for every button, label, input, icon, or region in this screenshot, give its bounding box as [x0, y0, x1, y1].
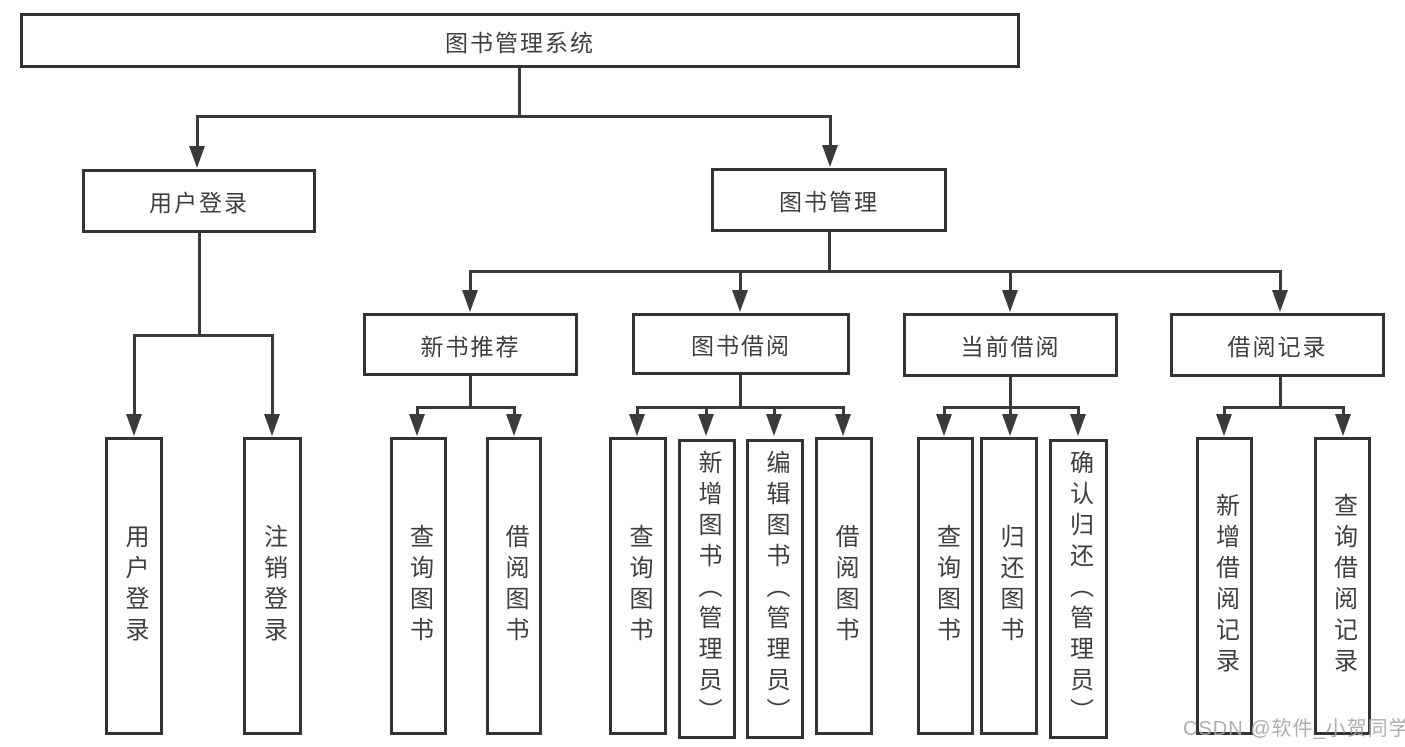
arrow-down-icon [936, 414, 952, 436]
node-leaf-logout: 注销登录 [243, 437, 302, 735]
connector-arrow-shaft [133, 335, 136, 418]
arrow-down-icon [1002, 290, 1018, 312]
arrow-down-icon [1335, 414, 1351, 436]
node-user-login-group: 用户登录 [82, 169, 316, 233]
arrow-down-icon [698, 414, 714, 436]
arrow-down-icon [629, 414, 645, 436]
connector-line [1009, 377, 1012, 409]
node-leaf-query-borrow-record: 查询借阅记录 [1314, 437, 1371, 735]
arrow-down-icon [766, 414, 782, 436]
node-leaf-query-book-3: 查询图书 [917, 437, 974, 735]
node-book-borrowing: 图书借阅 [632, 313, 850, 375]
node-leaf-borrow-book-1: 借阅图书 [486, 437, 542, 735]
connector-arrow-shaft [1279, 271, 1282, 294]
connector-line [196, 115, 832, 118]
connector-line [416, 406, 516, 409]
node-leaf-add-borrow-record: 新增借阅记录 [1196, 437, 1253, 735]
node-leaf-edit-book-admin: 编辑图书（管理员） [746, 439, 804, 739]
connector-arrow-shaft [469, 271, 472, 294]
arrow-down-icon [409, 414, 425, 436]
node-current-borrowing: 当前借阅 [903, 313, 1118, 377]
node-book-management-group: 图书管理 [711, 168, 947, 232]
connector-line [739, 375, 742, 409]
connector-line [1279, 377, 1282, 409]
connector-line [469, 376, 472, 409]
connector-arrow-shaft [271, 335, 274, 418]
csdn-watermark: CSDN @软件_小贺同学 [1183, 718, 1405, 740]
connector-arrow-shaft [829, 116, 832, 149]
connector-arrow-shaft [739, 271, 742, 294]
connector-line [828, 232, 831, 273]
arrow-down-icon [264, 414, 280, 436]
node-root: 图书管理系统 [20, 13, 1020, 68]
connector-arrow-shaft [1342, 407, 1345, 418]
node-leaf-borrow-book-2: 借阅图书 [815, 437, 873, 735]
node-leaf-user-login: 用户登录 [105, 437, 163, 735]
arrow-down-icon [1070, 414, 1086, 436]
connector-arrow-shaft [1009, 271, 1012, 294]
arrow-down-icon [732, 290, 748, 312]
connector-arrow-shaft [1223, 407, 1226, 418]
arrow-down-icon [835, 414, 851, 436]
arrow-down-icon [126, 414, 142, 436]
connector-arrow-shaft [1009, 407, 1012, 418]
node-leaf-confirm-return-admin: 确认归还（管理员） [1049, 439, 1108, 739]
connector-line [636, 406, 845, 409]
node-leaf-add-book-admin: 新增图书（管理员） [678, 439, 736, 739]
node-leaf-query-book-1: 查询图书 [390, 437, 447, 735]
connector-arrow-shaft [842, 407, 845, 418]
connector-arrow-shaft [416, 407, 419, 418]
node-leaf-query-book-2: 查询图书 [609, 437, 667, 735]
connector-arrow-shaft [705, 407, 708, 418]
connector-arrow-shaft [773, 407, 776, 418]
arrow-down-icon [189, 146, 205, 168]
connector-arrow-shaft [196, 116, 199, 150]
arrow-down-icon [506, 414, 522, 436]
arrow-down-icon [822, 145, 838, 167]
arrow-down-icon [1272, 290, 1288, 312]
node-leaf-return-book: 归还图书 [980, 437, 1038, 735]
connector-arrow-shaft [636, 407, 639, 418]
arrow-down-icon [462, 290, 478, 312]
arrow-down-icon [1216, 414, 1232, 436]
connector-arrow-shaft [943, 407, 946, 418]
connector-arrow-shaft [513, 407, 516, 418]
connector-arrow-shaft [1077, 407, 1080, 418]
connector-line [1223, 406, 1345, 409]
connector-line [518, 67, 521, 117]
arrow-down-icon [1002, 414, 1018, 436]
connector-line [133, 334, 274, 337]
connector-line [198, 233, 201, 337]
node-new-book-recommend: 新书推荐 [363, 313, 578, 376]
node-borrowing-records: 借阅记录 [1170, 313, 1385, 377]
connector-line [469, 270, 1282, 273]
